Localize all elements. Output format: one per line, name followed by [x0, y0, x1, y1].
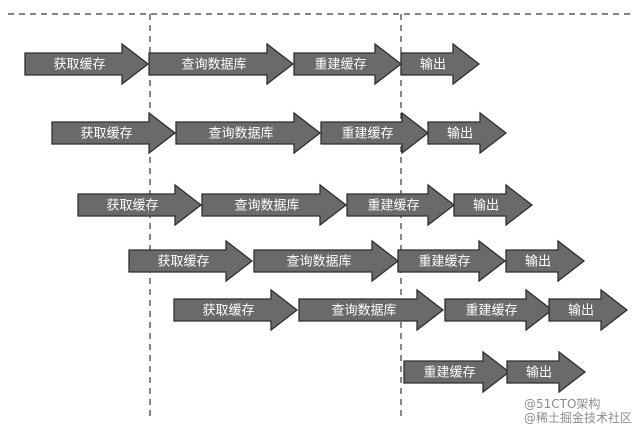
arrow-label: 输出 — [568, 303, 594, 319]
arrow-get-cache: 获取缓存 — [24, 42, 150, 86]
timeline-row-5: 获取缓存 查询数据库 重建缓存 输出 — [173, 288, 629, 332]
arrow-shape — [24, 42, 150, 86]
arrow-rebuild-cache: 重建缓存 — [346, 183, 456, 227]
watermark-line-2: @稀土掘金技术社区 — [523, 411, 632, 426]
arrow-rebuild-cache: 重建缓存 — [293, 42, 403, 86]
arrow-query-db: 查询数据库 — [298, 288, 445, 332]
arrow-get-cache: 获取缓存 — [51, 111, 177, 155]
arrow-label: 输出 — [447, 126, 473, 142]
arrow-shape — [293, 42, 403, 86]
arrow-get-cache: 获取缓存 — [173, 288, 299, 332]
arrow-label: 查询数据库 — [208, 126, 273, 142]
arrow-shape — [444, 288, 554, 332]
arrow-output: 输出 — [427, 111, 508, 155]
arrow-shape — [548, 288, 629, 332]
timeline-row-3: 获取缓存 查询数据库 重建缓存 输出 — [77, 183, 534, 227]
arrow-query-db: 查询数据库 — [253, 239, 400, 283]
arrow-get-cache: 获取缓存 — [128, 239, 254, 283]
arrow-shape — [128, 239, 254, 283]
arrow-label: 重建缓存 — [418, 254, 470, 270]
arrow-shape — [506, 350, 587, 394]
arrow-shape — [175, 111, 322, 155]
arrow-label: 重建缓存 — [367, 198, 419, 214]
arrow-label: 查询数据库 — [331, 303, 396, 319]
timeline-row-6: 重建缓存 输出 — [403, 350, 587, 394]
arrow-label: 输出 — [525, 254, 551, 270]
arrow-label: 重建缓存 — [423, 365, 475, 381]
arrow-output: 输出 — [400, 42, 481, 86]
arrow-shape — [427, 111, 508, 155]
timeline-row-4: 获取缓存 查询数据库 重建缓存 输出 — [128, 239, 586, 283]
arrow-output: 输出 — [548, 288, 629, 332]
arrow-rebuild-cache: 重建缓存 — [403, 350, 511, 394]
arrow-shape — [148, 42, 295, 86]
arrow-rebuild-cache: 重建缓存 — [444, 288, 554, 332]
arrow-shape — [298, 288, 445, 332]
timeline-row-1: 获取缓存 查询数据库 重建缓存 输出 — [24, 42, 481, 86]
arrow-label: 获取缓存 — [53, 58, 105, 73]
arrow-rows: 获取缓存查询数据库重建缓存输出获取缓存查询数据库重建缓存输出获取缓存查询数据库重… — [24, 42, 629, 394]
watermark-line-1: @51CTO架构 — [523, 397, 601, 412]
arrow-label: 输出 — [420, 57, 446, 73]
arrow-label: 获取缓存 — [157, 255, 209, 270]
arrow-label: 获取缓存 — [106, 199, 158, 214]
arrow-shape — [201, 183, 348, 227]
arrow-shape — [346, 183, 456, 227]
arrow-rebuild-cache: 重建缓存 — [320, 111, 430, 155]
arrow-output: 输出 — [453, 183, 534, 227]
arrow-label: 输出 — [473, 198, 499, 214]
arrow-get-cache: 获取缓存 — [77, 183, 203, 227]
arrow-output: 输出 — [505, 239, 586, 283]
arrow-label: 获取缓存 — [80, 127, 132, 142]
watermark: @51CTO架构 @稀土掘金技术社区 — [524, 398, 632, 426]
arrow-query-db: 查询数据库 — [201, 183, 348, 227]
arrow-rebuild-cache: 重建缓存 — [397, 239, 507, 283]
arrow-query-db: 查询数据库 — [175, 111, 322, 155]
arrow-label: 查询数据库 — [234, 198, 299, 214]
arrow-label: 重建缓存 — [341, 126, 393, 142]
arrow-shape — [505, 239, 586, 283]
arrow-label: 查询数据库 — [286, 254, 351, 270]
arrow-shape — [397, 239, 507, 283]
arrow-shape — [453, 183, 534, 227]
arrow-shape — [403, 350, 511, 394]
arrow-label: 重建缓存 — [314, 57, 366, 73]
arrow-shape — [253, 239, 400, 283]
arrow-label: 查询数据库 — [181, 57, 246, 73]
arrow-query-db: 查询数据库 — [148, 42, 295, 86]
arrow-label: 获取缓存 — [202, 304, 254, 319]
arrow-shape — [400, 42, 481, 86]
arrow-label: 重建缓存 — [465, 303, 517, 319]
arrow-shape — [173, 288, 299, 332]
arrow-shape — [320, 111, 430, 155]
arrow-output: 输出 — [506, 350, 587, 394]
arrow-shape — [51, 111, 177, 155]
arrow-shape — [77, 183, 203, 227]
timeline-row-2: 获取缓存 查询数据库 重建缓存 输出 — [51, 111, 508, 155]
arrow-label: 输出 — [526, 365, 552, 381]
